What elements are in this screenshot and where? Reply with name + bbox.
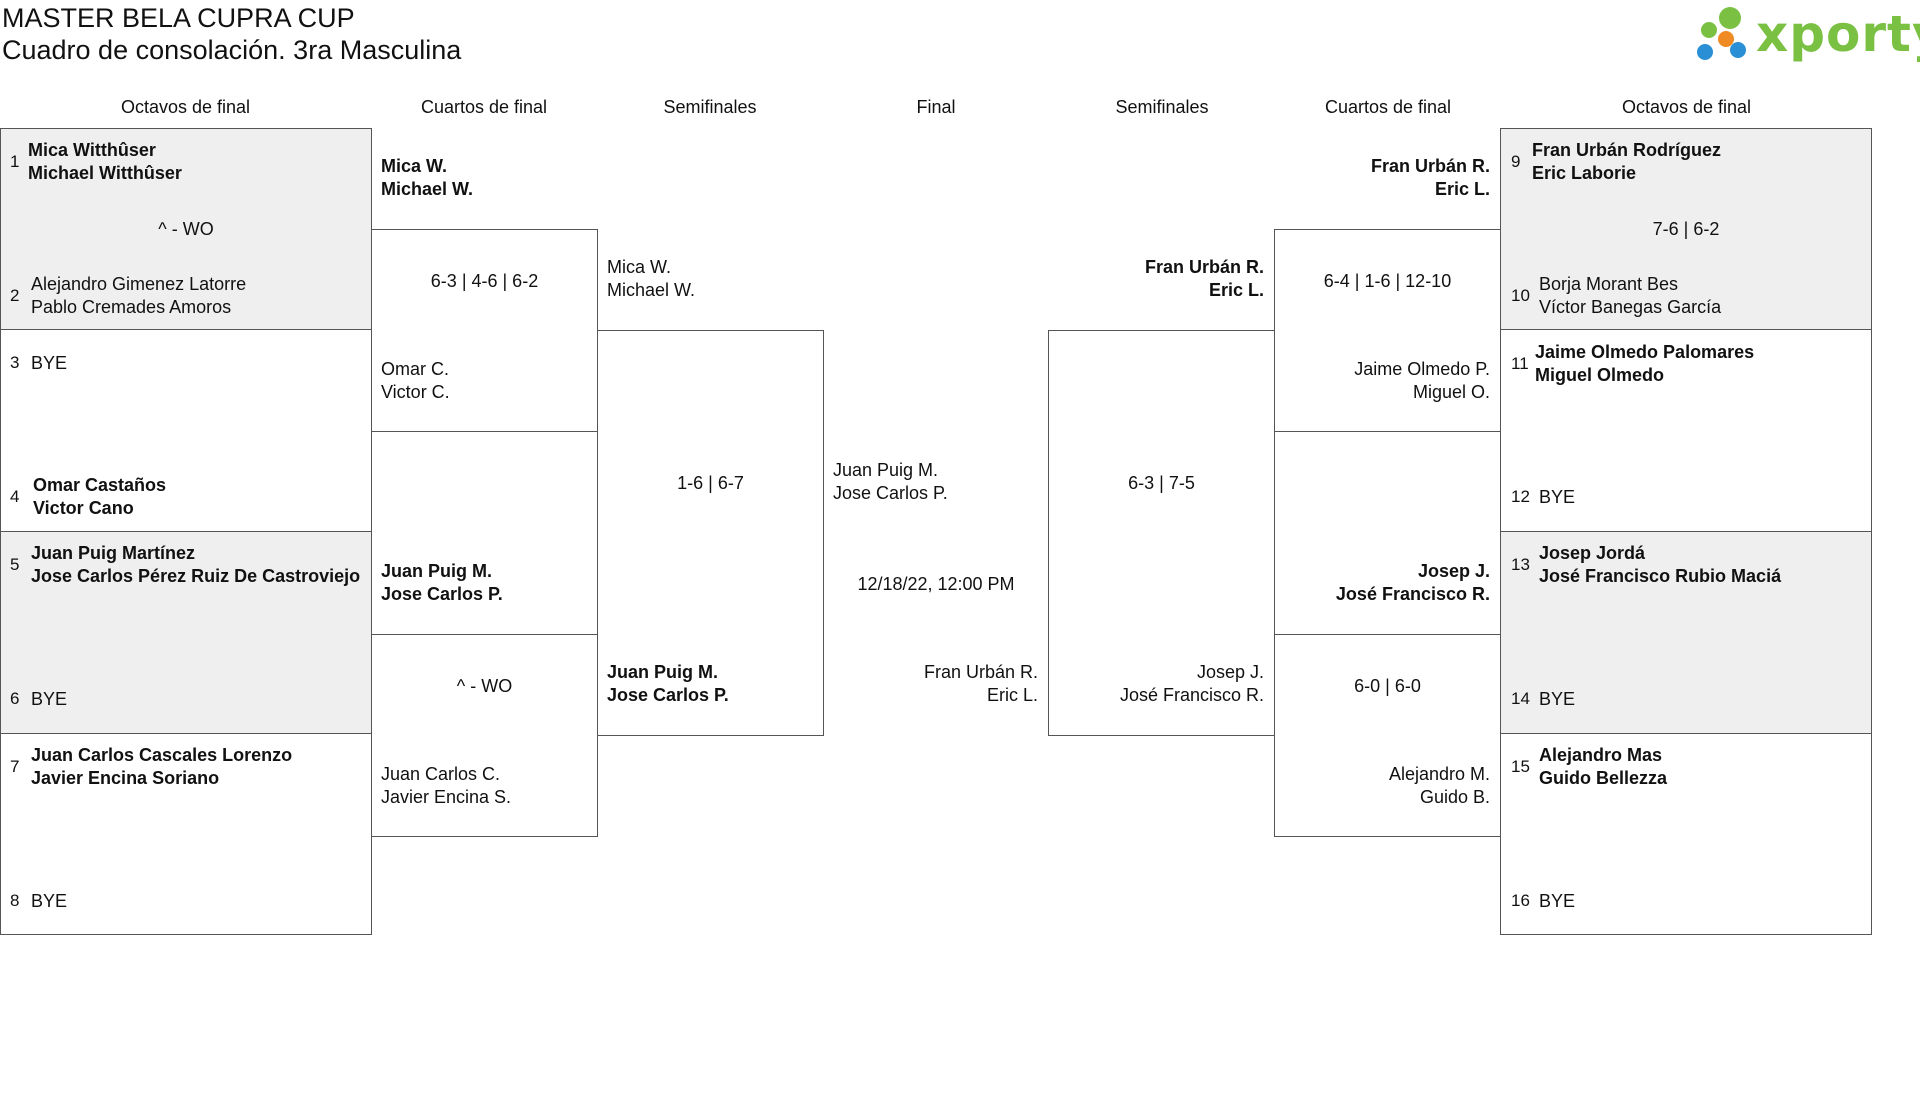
- seed-number: 2: [10, 286, 20, 305]
- seed-number: 10: [1511, 286, 1530, 305]
- logo-wordmark: xporty: [1756, 5, 1920, 63]
- seed-number: 8: [10, 891, 20, 910]
- player-name: Jaime Olmedo P.: [1354, 359, 1490, 379]
- player-name: José Francisco R.: [1119, 685, 1264, 705]
- player-name: Juan Puig M.: [833, 460, 939, 480]
- match-score: 1-6 | 6-7: [677, 473, 744, 493]
- match-score: 7-6 | 6-2: [1652, 219, 1720, 239]
- bye-label: BYE: [31, 891, 68, 911]
- seed-number: 5: [10, 555, 20, 574]
- xporty-logo-icon: [1697, 7, 1746, 60]
- seed-number: 11: [1511, 354, 1529, 373]
- player-name: Omar C.: [381, 359, 450, 379]
- seed-number: 14: [1511, 689, 1530, 708]
- player-name: Juan Puig Martínez: [31, 543, 196, 563]
- match-score: ^ - WO: [158, 219, 214, 239]
- col-header-r16-left: Octavos de final: [120, 97, 251, 117]
- seed-number: 7: [10, 757, 20, 776]
- player-name: Omar Castaños: [33, 475, 167, 495]
- player-name: Michael Witthûser: [28, 163, 182, 183]
- player-name: Jose Carlos P.: [833, 483, 948, 503]
- player-name: Eric Laborie: [1532, 163, 1637, 183]
- player-name: Josep Jordá: [1539, 543, 1646, 563]
- draw-subtitle: Cuadro de consolación. 3ra Masculina: [2, 35, 462, 65]
- seed-number: 16: [1511, 891, 1530, 910]
- seed-number: 15: [1511, 757, 1530, 776]
- player-name: Fran Urbán R.: [1144, 257, 1264, 277]
- seed-number: 4: [10, 487, 20, 506]
- seed-number: 3: [10, 353, 20, 372]
- player-name: Josep J.: [1417, 561, 1490, 581]
- player-name: Pablo Cremades Amoros: [31, 297, 232, 317]
- player-name: Juan Carlos C.: [381, 764, 501, 784]
- player-name: Alejandro Mas: [1539, 745, 1663, 765]
- player-name: Michael W.: [607, 280, 696, 300]
- player-name: Javier Encina Soriano: [31, 768, 220, 788]
- player-name: Miguel Olmedo: [1535, 365, 1665, 385]
- col-header-final: Final: [916, 97, 956, 117]
- player-name: Fran Urbán Rodríguez: [1532, 140, 1722, 160]
- match-score: 6-0 | 6-0: [1354, 676, 1421, 696]
- player-name: Eric L.: [1434, 179, 1490, 199]
- r16-match-1: [0, 128, 372, 330]
- bye-label: BYE: [31, 353, 68, 373]
- player-name: Fran Urbán R.: [923, 662, 1038, 682]
- player-name: Jose Carlos Pérez Ruiz De Castroviejo: [31, 566, 361, 586]
- col-header-qf-left: Cuartos de final: [420, 97, 548, 117]
- match-score: 6-3 | 4-6 | 6-2: [430, 271, 539, 291]
- xporty-logo: xporty: [1690, 4, 1920, 70]
- sf-right-match: [1048, 330, 1275, 736]
- player-name: Jose Carlos P.: [381, 584, 503, 604]
- player-name: Jaime Olmedo Palomares: [1535, 342, 1755, 362]
- player-name: Mica W.: [607, 257, 672, 277]
- player-name: Josep J.: [1196, 662, 1264, 682]
- player-name: Victor C.: [381, 382, 450, 402]
- col-header-sf-left: Semifinales: [663, 97, 757, 117]
- seed-number: 6: [10, 689, 20, 708]
- player-name: Eric L.: [1208, 280, 1264, 300]
- bye-label: BYE: [1539, 891, 1576, 911]
- r16-match-3: [0, 531, 372, 734]
- player-name: Michael W.: [381, 179, 474, 199]
- col-header-r16-right: Octavos de final: [1621, 97, 1752, 117]
- player-name: Juan Puig M.: [381, 561, 493, 581]
- player-name: Mica W.: [381, 156, 448, 176]
- player-name: Fran Urbán R.: [1370, 156, 1490, 176]
- player-name: Víctor Banegas García: [1539, 297, 1722, 317]
- player-name: Miguel O.: [1412, 382, 1490, 402]
- tournament-title: MASTER BELA CUPRA CUP: [2, 3, 355, 33]
- player-name: Mica Witthûser: [28, 140, 156, 160]
- player-name: Jose Carlos P.: [607, 685, 729, 705]
- player-name: Juan Puig M.: [607, 662, 719, 682]
- player-name: Eric L.: [986, 685, 1038, 705]
- match-score: ^ - WO: [456, 676, 513, 696]
- match-score: 6-4 | 1-6 | 12-10: [1323, 271, 1452, 291]
- bye-label: BYE: [31, 689, 68, 709]
- col-header-sf-right: Semifinales: [1115, 97, 1209, 117]
- match-score: 6-3 | 7-5: [1128, 473, 1195, 493]
- final-date: 12/18/22, 12:00 PM: [857, 574, 1015, 594]
- bye-label: BYE: [1539, 689, 1576, 709]
- player-name: José Francisco R.: [1335, 584, 1490, 604]
- sf-left-match: [597, 330, 824, 736]
- bye-label: BYE: [1539, 487, 1576, 507]
- player-name: Guido Bellezza: [1539, 768, 1668, 788]
- player-name: Borja Morant Bes: [1539, 274, 1679, 294]
- player-name: Victor Cano: [33, 498, 134, 518]
- seed-number: 1: [10, 152, 20, 171]
- player-name: Juan Carlos Cascales Lorenzo: [31, 745, 293, 765]
- player-name: Javier Encina S.: [381, 787, 512, 807]
- seed-number: 9: [1511, 152, 1521, 171]
- r16-match-8: [1500, 733, 1872, 935]
- seed-number: 13: [1511, 555, 1530, 574]
- player-name: Alejandro Gimenez Latorre: [31, 274, 247, 294]
- player-name: José Francisco Rubio Maciá: [1539, 566, 1782, 586]
- player-name: Guido B.: [1419, 787, 1490, 807]
- col-header-qf-right: Cuartos de final: [1324, 97, 1452, 117]
- r16-match-5: [1500, 128, 1872, 330]
- seed-number: 12: [1511, 487, 1530, 506]
- player-name: Alejandro M.: [1388, 764, 1490, 784]
